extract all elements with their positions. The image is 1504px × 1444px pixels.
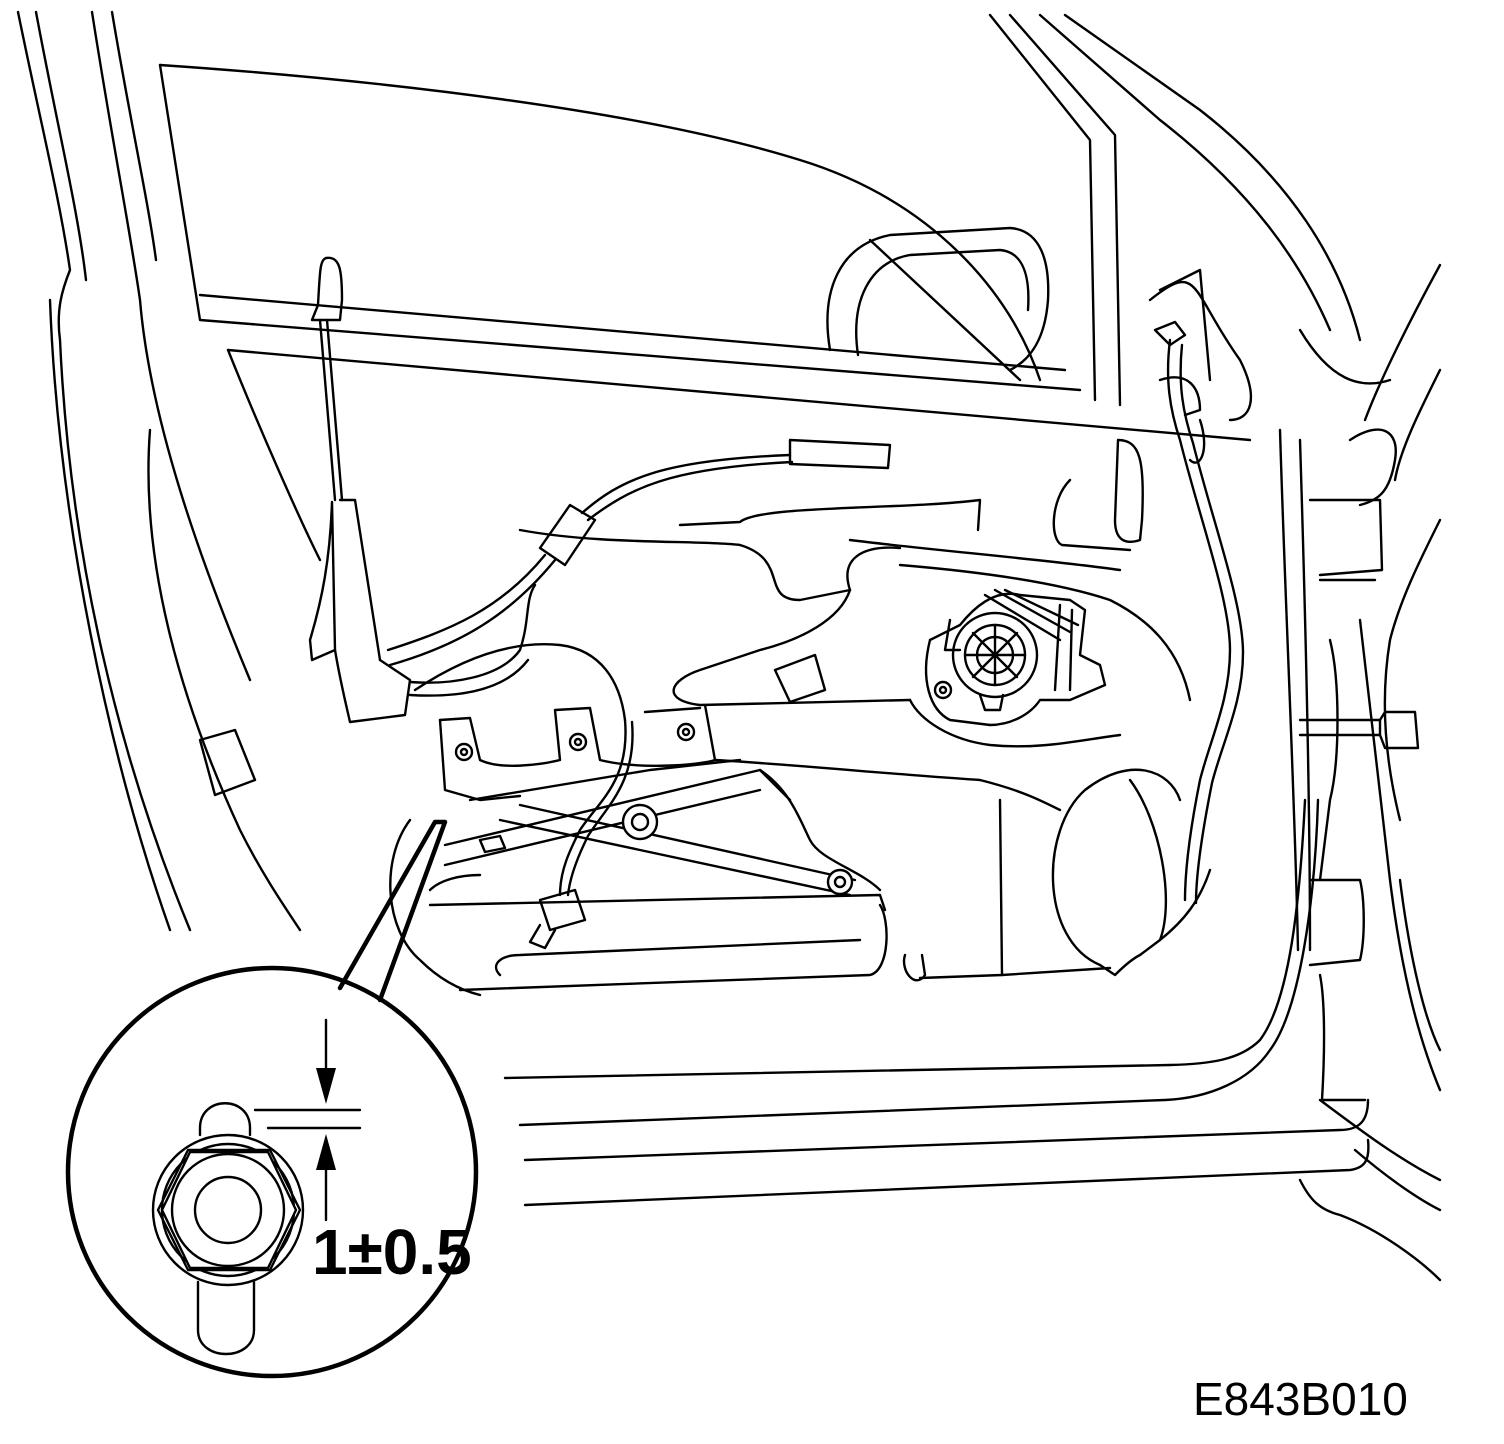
window-regulator-arms <box>389 758 927 997</box>
detail-circle <box>65 965 479 1379</box>
inner-door-panel <box>226 268 1253 572</box>
wiring-harness <box>308 256 1245 950</box>
adjustment-bolt-detail <box>151 1102 305 1356</box>
door-speaker <box>1051 768 1212 977</box>
figure-code: E843B010 <box>1193 1373 1408 1425</box>
door-frame-right-pillar <box>1278 263 1442 1102</box>
window-glass-frame <box>158 13 1392 407</box>
door-sill <box>503 798 1442 1282</box>
dimension-marker <box>253 1018 362 1222</box>
door-frame-left-pillar <box>16 10 302 932</box>
mirror-base <box>826 226 1050 382</box>
detail-callout-leader <box>337 819 448 1003</box>
dimension-label: 1±0.5 <box>312 1216 472 1288</box>
window-motor <box>924 588 1107 727</box>
regulator-plate <box>438 528 1192 980</box>
